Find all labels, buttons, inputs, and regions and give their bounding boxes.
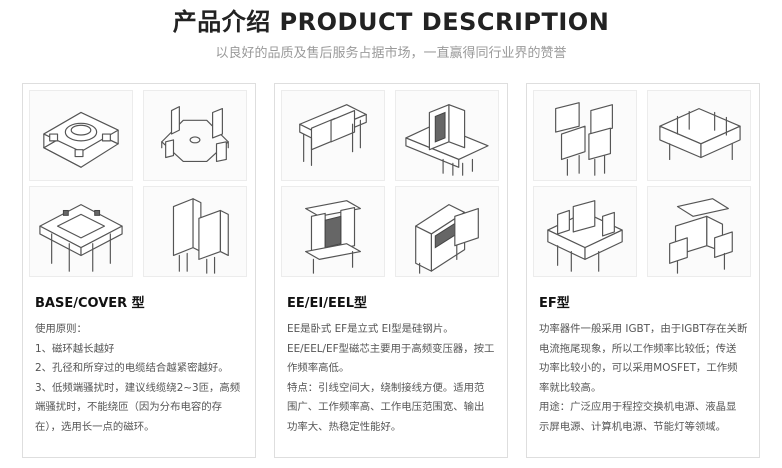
page-subtitle: 以良好的品质及售后服务占据市场，一直赢得同行业界的赞誉: [215, 46, 567, 61]
card-title: BASE/COVER 型: [35, 296, 145, 311]
description-line: EE/EEL/EF型磁芯主要用于高频变压器，按工: [287, 342, 495, 355]
card-description: 使用原则： 1、磁环越长越好 2、孔径和所穿过的电缆结合越紧密越好。 3、低频端…: [35, 320, 247, 437]
description-line: 使用原则：: [35, 323, 87, 335]
description-line: 特点：引线空间大，绕制接线方便。适用范: [287, 381, 485, 394]
description-line: 1、磁环越长越好: [35, 342, 115, 355]
description-line: 示屏电源、计算机电源、节能灯等领域。: [539, 420, 727, 433]
product-card-ee-ei-eel[interactable]: EE/EI/EEL型 EE是卧式 EF是立式 EI型是硅钢片。 EE/EEL/E…: [274, 83, 508, 458]
ef-small-image: [533, 90, 637, 181]
description-line: 3、低频端骚扰时，建议线缆绕2~3匝，高频: [35, 381, 241, 394]
description-line: 作频率高低。: [287, 362, 350, 374]
description-line: 功率器件一般采用 IGBT，由于IGBT存在关断: [539, 323, 748, 335]
ee-vertical-image: [281, 186, 385, 277]
base-pins-image: [29, 186, 133, 277]
description-line: 功率大、热稳定性能好。: [287, 420, 402, 433]
ef-double-image: [647, 90, 751, 181]
cover-image: [143, 90, 247, 181]
cover-pins-image: [143, 186, 247, 277]
card-title: EE/EI/EEL型: [287, 296, 368, 311]
ef-large-image: [533, 186, 637, 277]
description-line: 电流拖尾现象，所以工作频率比较低；传送: [539, 342, 737, 355]
description-line: 用途：广泛应用于程控交换机电源、液晶显: [539, 401, 737, 413]
description-line: 功率比较小的，可以采用MOSFET，工作频: [539, 362, 738, 374]
description-line: 端骚扰时，不能绕匝（因为分布电容的存: [35, 401, 223, 413]
ee-assembled-image: [395, 186, 499, 277]
ee-horizontal-image: [395, 90, 499, 181]
description-line: 2、孔径和所穿过的电缆结合越紧密越好。: [35, 362, 229, 374]
ef-angled-image: [647, 186, 751, 277]
description-line: 围广、工作频率高、工作电压范围宽、输出: [287, 401, 485, 413]
description-line: EE是卧式 EF是立式 EI型是硅钢片。: [287, 323, 454, 335]
card-title: EF型: [539, 296, 570, 311]
card-description: 功率器件一般采用 IGBT，由于IGBT存在关断 电流拖尾现象，所以工作频率比较…: [539, 320, 751, 437]
product-card-base-cover[interactable]: BASE/COVER 型 使用原则： 1、磁环越长越好 2、孔径和所穿过的电缆结…: [22, 83, 256, 458]
card-description: EE是卧式 EF是立式 EI型是硅钢片。 EE/EEL/EF型磁芯主要用于高频变…: [287, 320, 499, 437]
product-card-ef[interactable]: EF型 功率器件一般采用 IGBT，由于IGBT存在关断 电流拖尾现象，所以工作…: [526, 83, 760, 458]
page-title: 产品介绍 PRODUCT DESCRIPTION: [172, 8, 610, 36]
base-image: [29, 90, 133, 181]
description-line: 在），选用长一点的磁环。: [35, 420, 155, 433]
ee-bobbin-image: [281, 90, 385, 181]
description-line: 率就比较高。: [539, 381, 602, 394]
